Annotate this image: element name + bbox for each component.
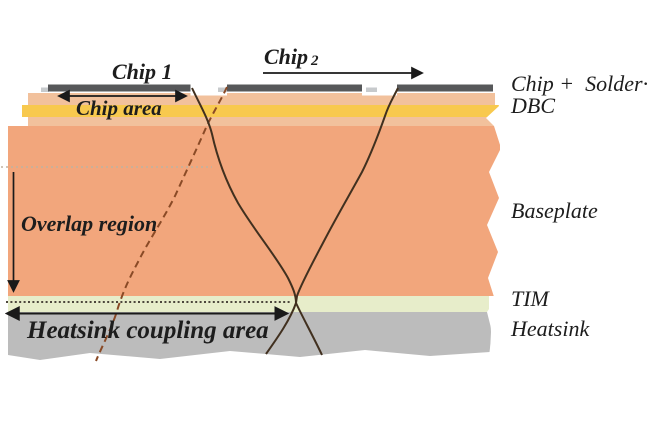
layer-dbc-bottom-copper: [28, 117, 495, 126]
chip3-bar: [397, 84, 493, 92]
layer-baseplate: [8, 126, 500, 296]
chip2-bar: [227, 84, 362, 92]
layer-dbc-ceramic: [22, 105, 499, 117]
chip2-label-word: Chip: [264, 44, 309, 69]
layer-tim: [8, 296, 489, 312]
heatsink-layer-label: Heatsink: [511, 316, 590, 341]
chip-area-label: Chip area: [76, 96, 162, 120]
chip2-label-number: 2: [311, 53, 319, 69]
overlap-region-label: Overlap region: [21, 211, 158, 236]
torn-right-edge: [486, 82, 530, 356]
chip-gap-2: [362, 82, 397, 96]
solder-stub-right: [366, 87, 377, 92]
baseplate-layer-label: Baseplate: [511, 198, 598, 223]
heat-spread-cross-left: [265, 302, 297, 355]
chip-solder-layer-label: Chip + Solder·: [511, 71, 649, 96]
chip1-bar: [48, 84, 191, 92]
heat-spread-cross-right: [295, 302, 323, 356]
heat-spread-line-right: [295, 87, 399, 304]
chip1-label: Chip 1: [112, 59, 173, 84]
heatsink-coupling-area-label: Heatsink coupling area: [27, 317, 269, 344]
chip-gap-1: [190, 82, 227, 96]
layer-heatsink: [8, 312, 491, 360]
heat-spread-line-left: [191, 87, 297, 304]
dbc-layer-label: DBC: [511, 93, 555, 118]
tim-layer-label: TIM: [511, 286, 549, 311]
heat-spread-dashed-line: [95, 86, 228, 362]
solder-stub-left: [41, 87, 49, 92]
solder-stub-middle: [218, 87, 227, 92]
